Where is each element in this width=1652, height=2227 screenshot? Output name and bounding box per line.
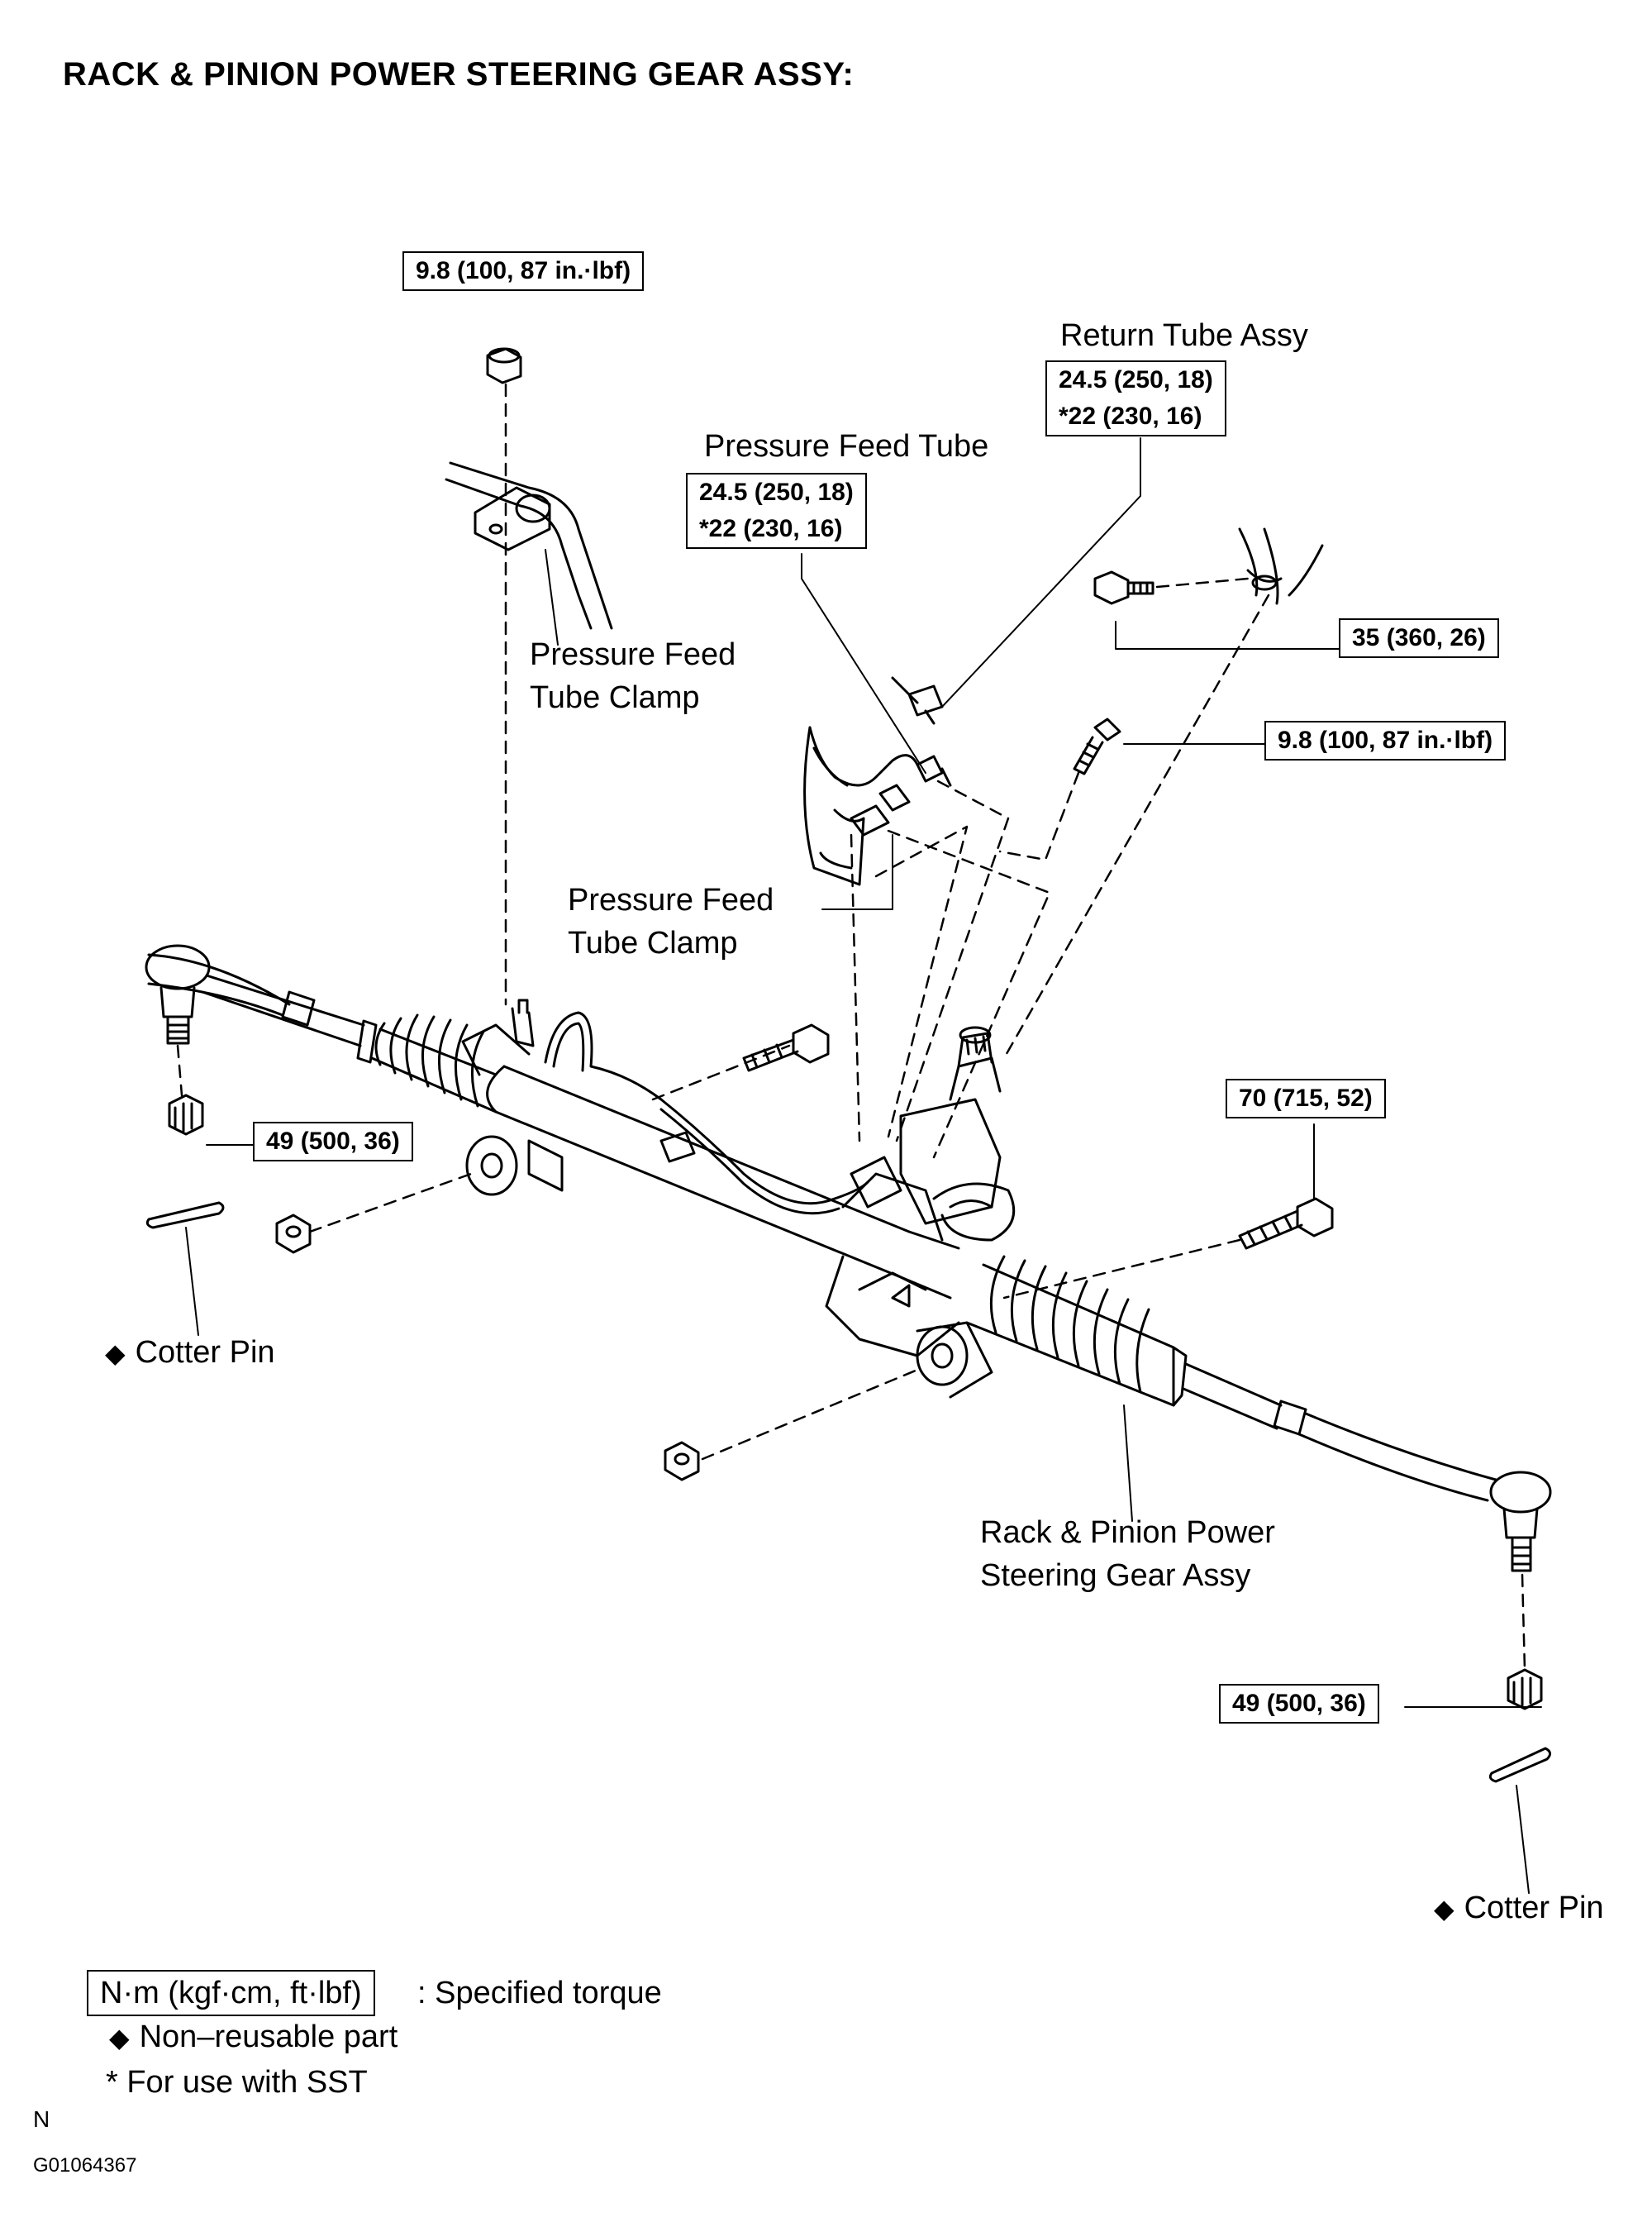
control-valve-housing bbox=[850, 1026, 1016, 1242]
label-gear-assy-line1: Rack & Pinion Power bbox=[980, 1515, 1275, 1550]
legend-unit-description: : Specified torque bbox=[417, 1976, 662, 2010]
bolt-70 bbox=[1238, 1197, 1334, 1250]
legend-sst: * For use with SST bbox=[106, 2065, 368, 2100]
label-lower-clamp-line2: Tube Clamp bbox=[568, 926, 738, 961]
top-nut bbox=[486, 347, 522, 384]
torque-value: 70 (715, 52) bbox=[1239, 1085, 1373, 1112]
torque-value: 9.8 (100, 87 in.·lbf) bbox=[416, 257, 631, 284]
assembly-dashes bbox=[176, 383, 1526, 1671]
legend-non-reusable: ◆ Non–reusable part bbox=[109, 2015, 398, 2059]
cotter-pin-text: Cotter Pin bbox=[135, 1335, 275, 1370]
right-cotter-pin bbox=[1488, 1747, 1551, 1783]
label-right-cotter-pin: ◆ Cotter Pin bbox=[1434, 1886, 1604, 1930]
label-pressure-feed-tube: Pressure Feed Tube bbox=[704, 429, 989, 464]
bolt-35 bbox=[1093, 570, 1154, 605]
legend-unit-box: N·m (kgf·cm, ft·lbf) bbox=[87, 1970, 375, 2016]
torque-box-35: 35 (360, 26) bbox=[1339, 618, 1499, 658]
torque-value: 9.8 (100, 87 in.·lbf) bbox=[1278, 727, 1493, 754]
leader-lines bbox=[185, 437, 1542, 1894]
non-reusable-marker: ◆ bbox=[105, 1338, 126, 1368]
torque-box-9-8: 9.8 (100, 87 in.·lbf) bbox=[1264, 721, 1507, 761]
left-tie-rod-nut bbox=[168, 1094, 204, 1136]
housing-tubes bbox=[511, 999, 869, 1215]
torque-value: 49 (500, 36) bbox=[266, 1128, 400, 1155]
left-bushing-nut bbox=[275, 1214, 312, 1254]
footer-figure-code: G01064367 bbox=[33, 2154, 137, 2177]
pressure-feed-tube bbox=[803, 726, 952, 886]
label-return-tube-assy: Return Tube Assy bbox=[1060, 318, 1308, 353]
right-boot bbox=[965, 1255, 1188, 1407]
cotter-pin-text: Cotter Pin bbox=[1464, 1891, 1604, 1925]
center-bolt bbox=[742, 1023, 830, 1072]
non-reusable-text: Non–reusable part bbox=[139, 2020, 398, 2054]
torque-box-pressure-feed: 24.5 (250, 18) *22 (230, 16) bbox=[686, 473, 867, 549]
torque-box-left-nut: 49 (500, 36) bbox=[253, 1122, 413, 1161]
torque-value: 24.5 (250, 18) bbox=[699, 479, 854, 506]
rack-housing bbox=[461, 1023, 993, 1399]
torque-value: 35 (360, 26) bbox=[1352, 624, 1486, 651]
torque-value-sst: *22 (230, 16) bbox=[1059, 403, 1202, 430]
label-upper-clamp-line1: Pressure Feed bbox=[530, 637, 736, 672]
right-tie-rod bbox=[1182, 1362, 1552, 1572]
torque-value-sst: *22 (230, 16) bbox=[699, 515, 843, 542]
torque-box-right-nut: 49 (500, 36) bbox=[1219, 1684, 1379, 1724]
label-left-cotter-pin: ◆ Cotter Pin bbox=[105, 1331, 275, 1375]
right-bushing-nut bbox=[664, 1441, 700, 1481]
torque-value: 24.5 (250, 18) bbox=[1059, 366, 1213, 393]
label-lower-clamp-line1: Pressure Feed bbox=[568, 883, 774, 918]
upper-tube-clamp bbox=[445, 461, 613, 630]
upper-right-bracket bbox=[1238, 527, 1324, 605]
left-boot bbox=[356, 1013, 498, 1114]
footer-letter: N bbox=[33, 2106, 50, 2132]
label-upper-clamp-line2: Tube Clamp bbox=[530, 680, 700, 715]
non-reusable-marker: ◆ bbox=[109, 2023, 130, 2053]
non-reusable-marker: ◆ bbox=[1434, 1894, 1454, 1924]
return-tube-fitting bbox=[891, 676, 944, 725]
torque-value: 49 (500, 36) bbox=[1232, 1690, 1366, 1717]
right-tie-rod-nut bbox=[1507, 1668, 1543, 1710]
torque-box-return-tube: 24.5 (250, 18) *22 (230, 16) bbox=[1045, 360, 1226, 436]
page-title: RACK & PINION POWER STEERING GEAR ASSY: bbox=[63, 56, 855, 93]
left-tie-rod bbox=[145, 944, 365, 1047]
torque-box-70: 70 (715, 52) bbox=[1226, 1079, 1386, 1118]
left-cotter-pin bbox=[145, 1201, 225, 1229]
label-gear-assy-line2: Steering Gear Assy bbox=[980, 1558, 1251, 1593]
torque-box-top-left: 9.8 (100, 87 in.·lbf) bbox=[402, 251, 645, 291]
bolt-9-8 bbox=[1073, 718, 1121, 775]
